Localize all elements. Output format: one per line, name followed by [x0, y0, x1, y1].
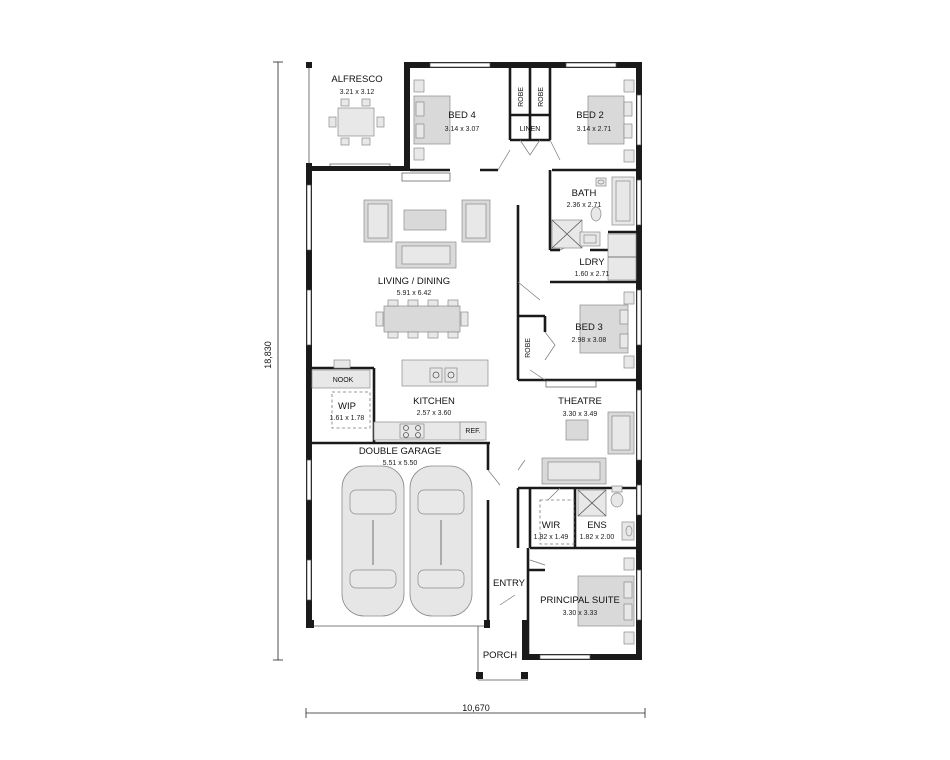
horizontal-dimension: 10,670: [305, 703, 646, 718]
wir-size: 1.82 x 1.49: [534, 534, 569, 541]
bed3-furniture: [579, 291, 635, 369]
alfresco-size: 3.21 x 3.12: [340, 89, 375, 96]
doors: [487, 139, 581, 606]
bed4-furniture: [413, 79, 451, 161]
porch-name: PORCH: [483, 650, 517, 661]
garage-name: DOUBLE GARAGE: [359, 446, 441, 457]
kitchen-size: 2.57 x 3.60: [417, 410, 452, 417]
car-right: [409, 465, 473, 617]
ens-size: 1.82 x 2.00: [580, 534, 615, 541]
ensuite-fixtures: [539, 485, 635, 545]
robe-left-label: ROBE: [518, 87, 525, 107]
vertical-dimension: 18,830: [263, 61, 283, 661]
bed2-size: 3.14 x 2.71: [577, 126, 612, 133]
laundry-fixtures: [579, 231, 637, 281]
principal-size: 3.30 x 3.33: [563, 610, 598, 617]
nook-fixtures: [311, 359, 371, 429]
garage-size: 5.51 x 5.50: [383, 460, 418, 467]
bed4-size: 3.14 x 3.07: [445, 126, 480, 133]
porch-area: [476, 620, 528, 681]
theatre-name: THEATRE: [558, 396, 602, 407]
outdoor-table: [328, 98, 385, 146]
nook-label: NOOK: [333, 377, 354, 384]
bed4-name: BED 4: [448, 110, 475, 121]
theatre-furniture: [541, 380, 635, 485]
wir-name: WIR: [542, 520, 561, 531]
bed3-name: BED 3: [575, 322, 602, 333]
linen-label: LINEN: [520, 126, 541, 133]
theatre-size: 3.30 x 3.49: [563, 411, 598, 418]
robe-right-label: ROBE: [538, 87, 545, 107]
bed3-size: 2.98 x 3.08: [572, 337, 607, 344]
bath-size: 2.36 x 2.71: [567, 202, 602, 209]
overall-depth-label: 18,830: [263, 341, 273, 369]
windows: [306, 62, 642, 660]
kitchen-fixtures: [373, 359, 489, 441]
ens-name: ENS: [587, 520, 607, 531]
entry-name: ENTRY: [493, 578, 526, 589]
ldry-size: 1.60 x 2.71: [575, 271, 610, 278]
living-name: LIVING / DINING: [378, 276, 450, 287]
garage-cars: [341, 465, 473, 617]
ldry-name: LDRY: [579, 257, 605, 268]
kitchen-name: KITCHEN: [413, 396, 455, 407]
principal-furniture: [577, 557, 635, 645]
bed2-furniture: [587, 79, 635, 163]
wip-name: WIP: [338, 401, 356, 412]
living-furniture: [363, 172, 491, 339]
alfresco-name: ALFRESCO: [331, 74, 382, 85]
bed2-name: BED 2: [576, 110, 603, 121]
overall-width-label: 10,670: [462, 703, 490, 713]
living-size: 5.91 x 6.42: [397, 290, 432, 297]
car-left: [341, 465, 405, 617]
bath-fixtures: [551, 176, 635, 249]
robe-bed3-label: ROBE: [525, 338, 532, 358]
ref-label: REF.: [465, 428, 480, 435]
bath-name: BATH: [572, 188, 597, 199]
principal-name: PRINCIPAL SUITE: [540, 595, 620, 606]
wip-size: 1.61 x 1.78: [330, 415, 365, 422]
